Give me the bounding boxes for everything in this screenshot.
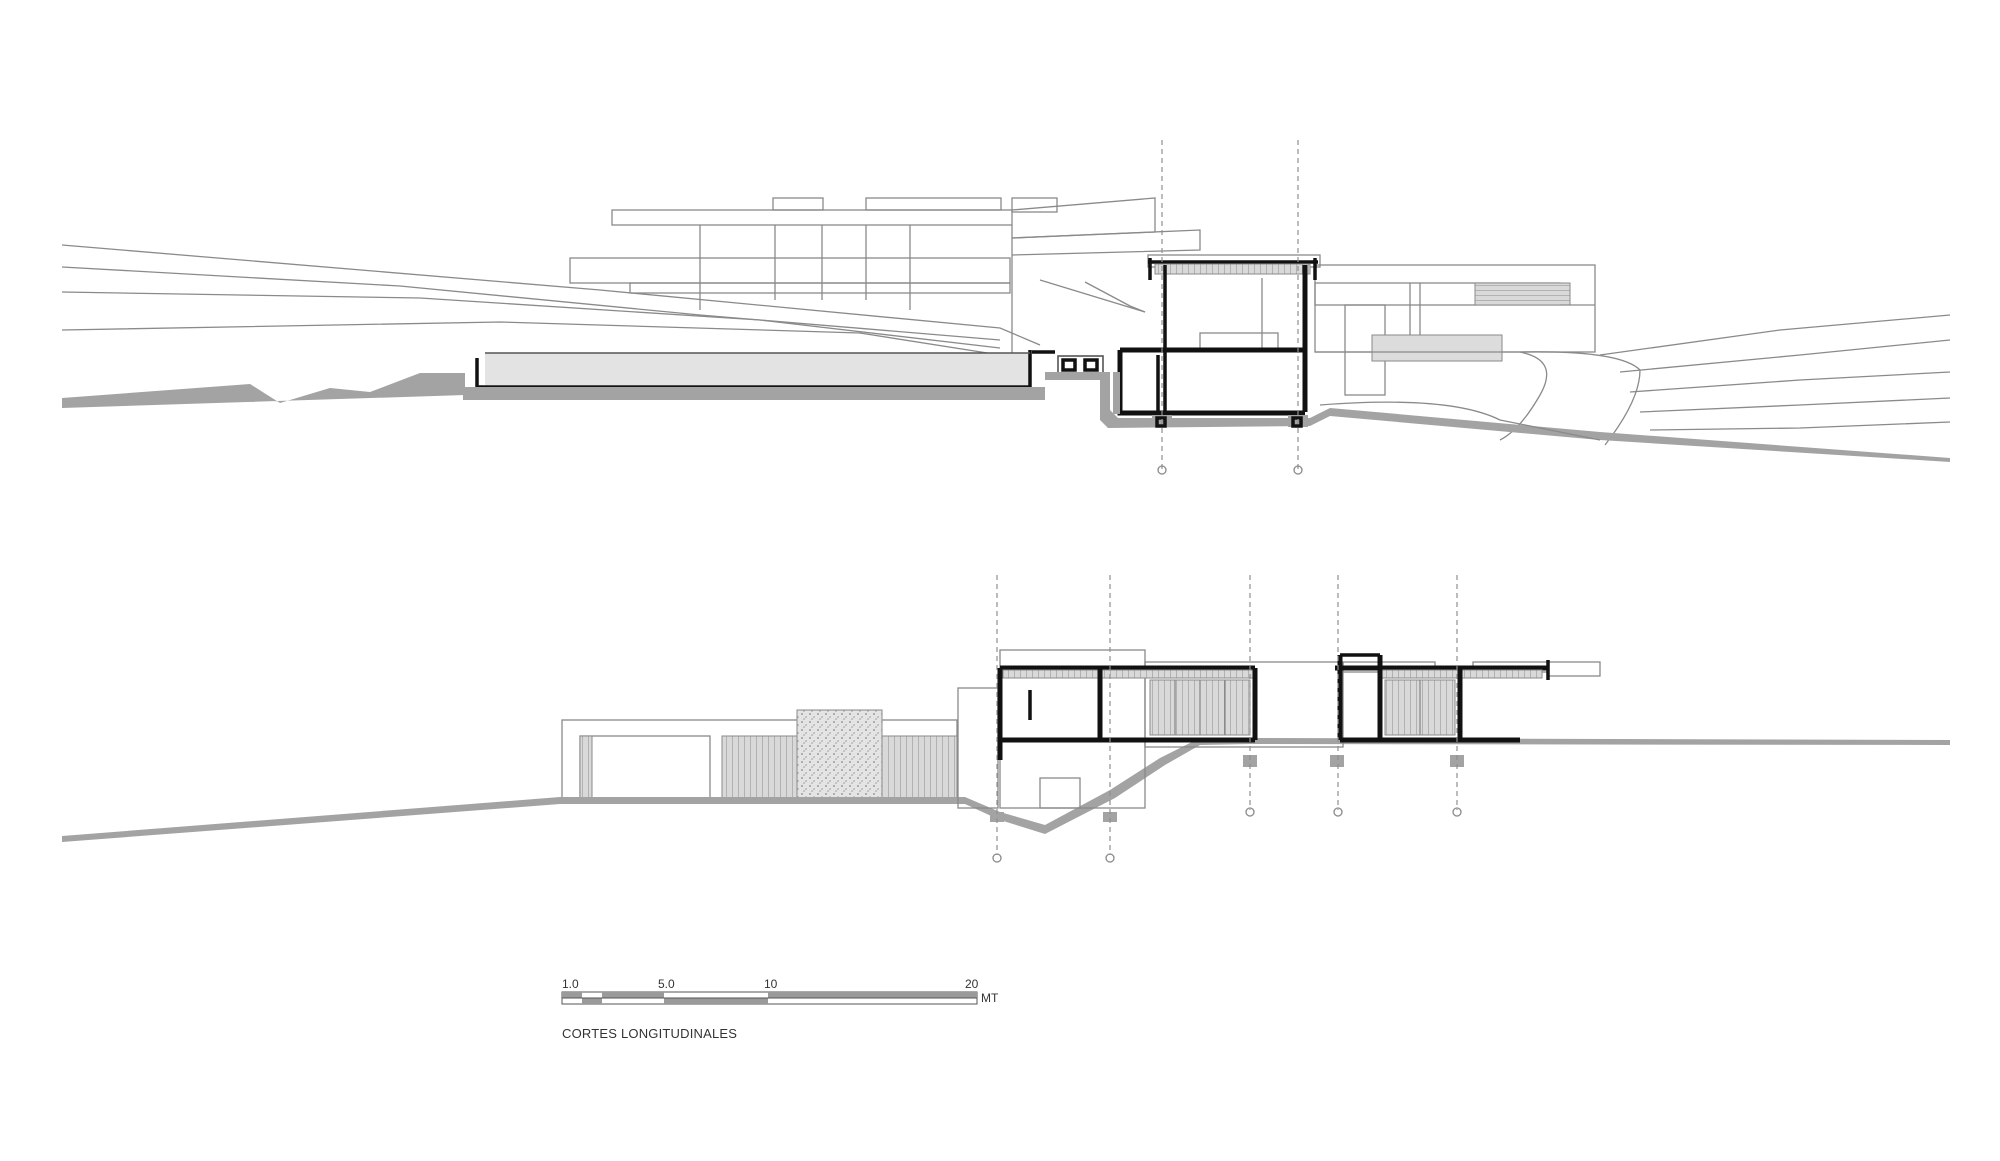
terrain-contours-right: [1599, 314, 1951, 431]
scale-bar: [561, 991, 978, 1005]
drawing-caption: CORTES LONGITUDINALES: [562, 1026, 738, 1041]
background-building: [569, 197, 1201, 355]
house-section-2: [957, 575, 1601, 863]
section-2: [62, 575, 1950, 863]
scale-label-5: 5.0: [658, 977, 675, 991]
terrain-contours-left: [61, 244, 1041, 356]
terrain-section-1: [62, 373, 465, 408]
pool: [463, 350, 1104, 400]
scale-label-20: 20: [965, 977, 979, 991]
scale-unit: MT: [981, 991, 999, 1005]
scale-label-1: 1.0: [562, 977, 579, 991]
scale-label-10: 10: [764, 977, 778, 991]
garage-elevation: [561, 709, 958, 799]
section-1: [61, 140, 1951, 475]
house-section-1: [1113, 140, 1321, 475]
terrain-section-2: [62, 738, 1950, 842]
east-wing-elevation: [1314, 264, 1641, 446]
